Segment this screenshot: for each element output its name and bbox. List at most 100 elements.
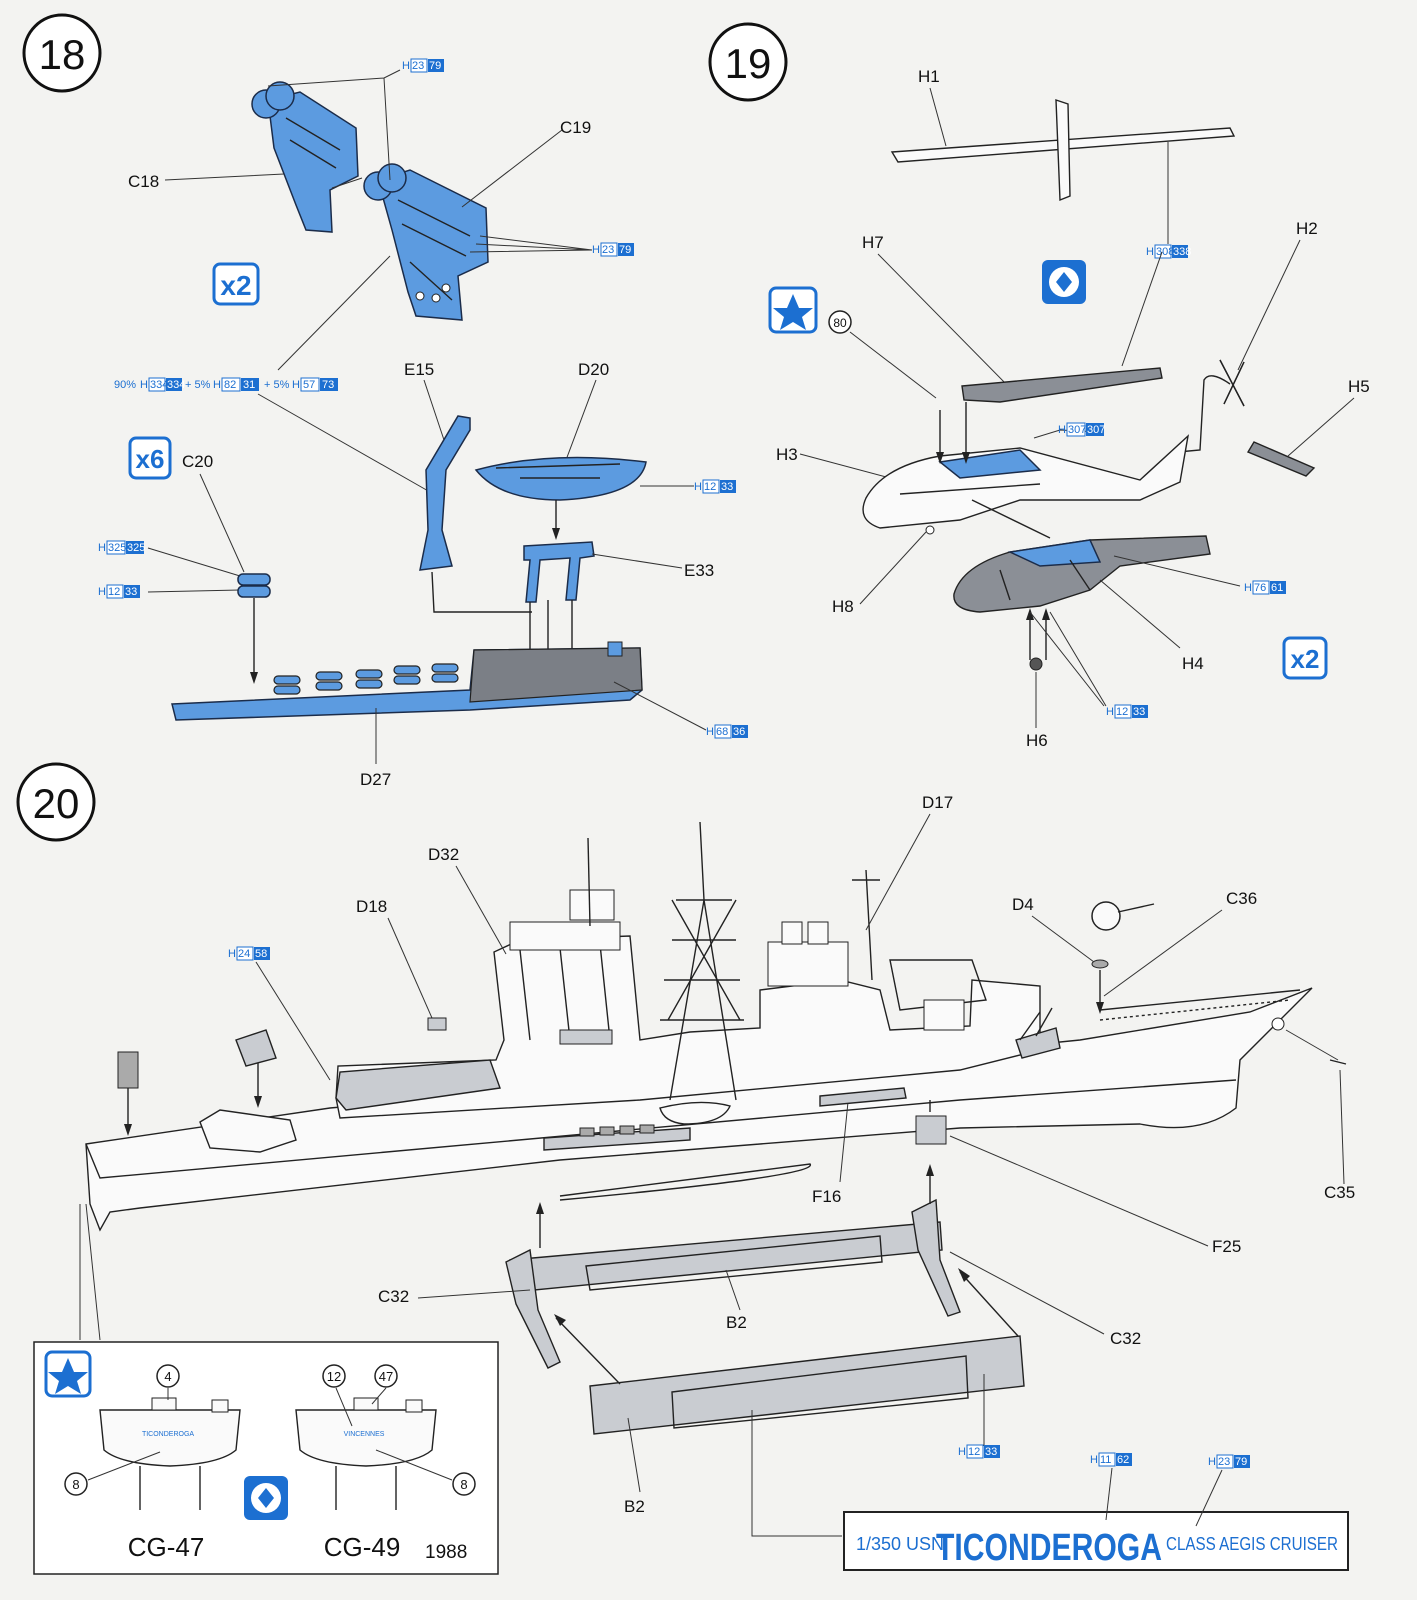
- step-20-number: 20: [33, 780, 80, 827]
- svg-text:76: 76: [1254, 582, 1266, 594]
- decal-number-47: 47: [379, 1369, 393, 1384]
- svg-text:H: H: [98, 586, 106, 598]
- svg-text:36: 36: [733, 726, 745, 738]
- hull-name-ticonderoga: TICONDEROGA: [142, 1431, 194, 1438]
- paint-chip: H 12 33: [98, 584, 140, 599]
- label-f16: F16: [812, 1187, 841, 1206]
- flight-deck: [335, 1059, 501, 1111]
- paint-code: 334: [150, 379, 168, 391]
- decal-number-12: 12: [327, 1369, 341, 1384]
- paint-chip: H 23 79: [1208, 1454, 1250, 1469]
- display-stand: [505, 1198, 1025, 1435]
- label-e33: E33: [684, 561, 714, 580]
- svg-text:H: H: [228, 948, 236, 960]
- label-d27: D27: [360, 770, 391, 789]
- helicopter-fuselage-h3: [862, 434, 1190, 539]
- paint-chip: H 12 33: [694, 479, 736, 494]
- label-c19: C19: [560, 118, 591, 137]
- tail-rotor-h2: [1219, 359, 1245, 407]
- label-h3: H3: [776, 445, 798, 464]
- svg-text:61: 61: [1271, 582, 1283, 594]
- landing-gear-h6: [1029, 657, 1043, 671]
- decal-number-80: 80: [833, 316, 847, 330]
- stern-view-cg49: VINCENNES: [295, 1397, 437, 1510]
- step-19: 19 H1 H 308 338 80 H2 H7: [708, 22, 1370, 750]
- variant-cg49-year: 1988: [425, 1542, 467, 1563]
- svg-text:308: 308: [1156, 246, 1174, 258]
- mix-percent-5a: + 5%: [185, 379, 211, 391]
- svg-text:23: 23: [602, 244, 614, 256]
- label-f25: F25: [1212, 1237, 1241, 1256]
- quantity-badge-x6: [128, 436, 172, 480]
- svg-text:307: 307: [1087, 424, 1105, 436]
- svg-text:H: H: [958, 1446, 966, 1458]
- title-suffix: CLASS AEGIS CRUISER: [1166, 1534, 1338, 1554]
- title-box: [843, 1511, 1349, 1571]
- quantity-x6: x6: [136, 444, 165, 474]
- svg-text:H: H: [1244, 582, 1252, 594]
- label-d32: D32: [428, 845, 459, 864]
- svg-text:H: H: [402, 60, 410, 72]
- svg-text:68: 68: [716, 726, 728, 738]
- label-c36: C36: [1226, 889, 1257, 908]
- mix-prefix-1: H: [140, 379, 148, 391]
- launcher-c18: [251, 81, 359, 233]
- label-d4: D4: [1012, 895, 1034, 914]
- superstructure: [335, 821, 1041, 1119]
- svg-text:33: 33: [985, 1446, 997, 1458]
- mix-percent-90: 90%: [114, 379, 136, 391]
- label-d18: D18: [356, 897, 387, 916]
- label-c20: C20: [182, 452, 213, 471]
- mix-prefix-3: H: [292, 379, 300, 391]
- launcher-c19: [363, 163, 489, 321]
- paint-code-fill: 334: [167, 379, 185, 391]
- step-20-circle: [16, 762, 96, 842]
- svg-text:12: 12: [704, 481, 716, 493]
- svg-text:H: H: [706, 726, 714, 738]
- title-scale: 1/350 USN: [856, 1534, 944, 1554]
- svg-text:79: 79: [619, 244, 631, 256]
- svg-text:H: H: [98, 542, 106, 554]
- label-c32-right: C32: [1110, 1329, 1141, 1348]
- svg-text:11: 11: [1100, 1454, 1111, 1466]
- hull-name-vincennes: VINCENNES: [344, 1431, 385, 1438]
- label-h8: H8: [832, 597, 854, 616]
- paint-chip: H 12 33: [1106, 704, 1148, 719]
- label-c35: C35: [1324, 1183, 1355, 1202]
- svg-text:58: 58: [255, 948, 267, 960]
- svg-text:338: 338: [1173, 246, 1191, 258]
- svg-text:12: 12: [968, 1446, 980, 1458]
- label-e15: E15: [404, 360, 434, 379]
- mix-percent-5b: + 5%: [264, 379, 290, 391]
- svg-text:62: 62: [1117, 1454, 1129, 1466]
- svg-text:H: H: [592, 244, 600, 256]
- svg-text:H: H: [1208, 1456, 1216, 1468]
- paint-chip: H 325 325: [98, 540, 145, 555]
- variant-cg47: CG-47: [128, 1532, 205, 1562]
- svg-text:H: H: [1090, 1454, 1098, 1466]
- liferaft-c20: [237, 573, 271, 598]
- svg-text:12: 12: [1116, 706, 1128, 718]
- label-h6: H6: [1026, 731, 1048, 750]
- svg-text:307: 307: [1068, 424, 1086, 436]
- svg-text:H: H: [694, 481, 702, 493]
- paint-code: 82: [224, 379, 236, 391]
- label-d20: D20: [578, 360, 609, 379]
- paint-chip: H 307 307: [1058, 422, 1105, 437]
- mix-prefix-2: H: [213, 379, 221, 391]
- label-c18: C18: [128, 172, 159, 191]
- quantity-x2-step19: x2: [1291, 644, 1320, 674]
- paint-chip: H 308 338: [1146, 244, 1191, 259]
- decal-number-8-left: 8: [72, 1477, 79, 1492]
- label-b2-upper: B2: [726, 1313, 747, 1332]
- paint-code-fill: 31: [243, 379, 255, 391]
- step-18: 18 C18 C19 x2 90% H 334 334 + 5% H: [22, 13, 748, 789]
- label-d17: D17: [922, 793, 953, 812]
- svg-text:24: 24: [238, 948, 250, 960]
- paint-code-fill: 73: [322, 379, 334, 391]
- decal-number-4: 4: [164, 1369, 171, 1384]
- boat-d20: [474, 456, 647, 501]
- step-18-number: 18: [39, 31, 86, 78]
- svg-text:23: 23: [412, 60, 424, 72]
